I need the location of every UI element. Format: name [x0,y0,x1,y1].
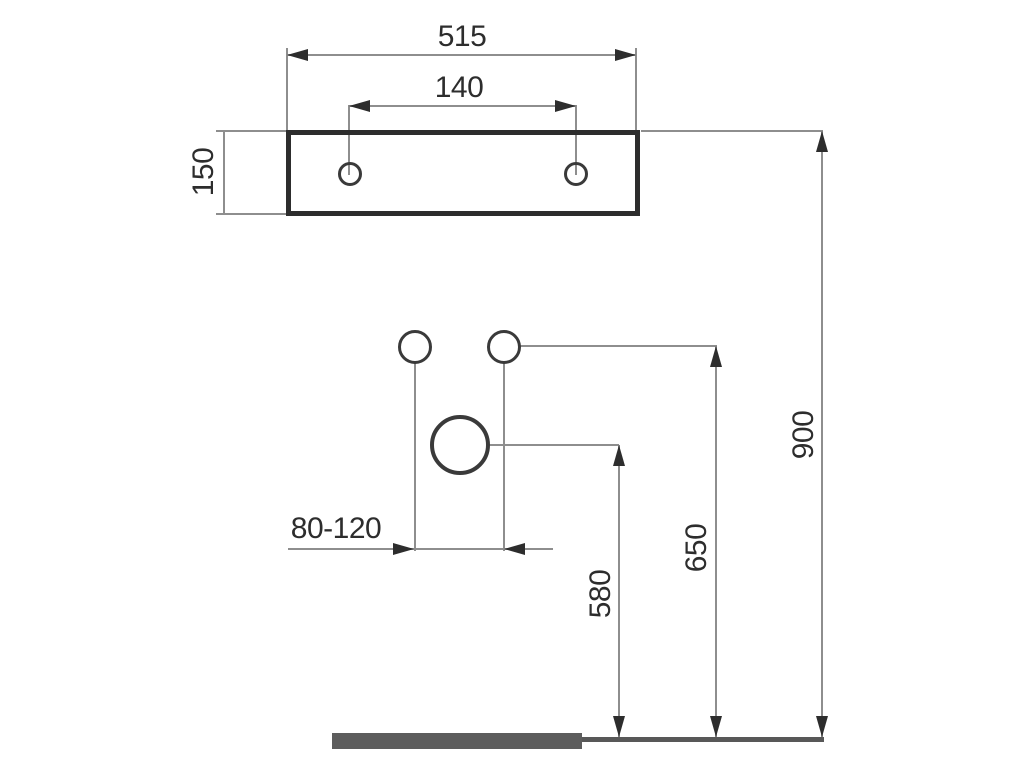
leader-left-faucet-down [414,362,416,551]
dim-580-label: 580 [584,569,617,619]
dim-line-150 [223,130,225,215]
dim-140-arrow-left [349,100,370,112]
dim-580-arrow-bottom [613,716,625,737]
dim-80-120-arrow-right [504,543,525,555]
leader-drain-right [489,444,619,446]
ext-line-140-left [348,105,350,175]
dim-515-arrow-right [615,49,636,61]
faucet-hole-left [398,330,432,364]
dim-515-label: 515 [437,20,487,53]
ext-line-150-top [216,130,286,132]
dim-140-label: 140 [434,71,484,104]
dim-line-900 [821,131,823,737]
drain-hole [430,415,490,475]
dim-150-label: 150 [187,147,220,197]
leader-right-faucet-down [503,362,505,551]
leader-right-faucet-right [520,345,717,347]
ext-line-140-right [575,105,577,175]
floor-line-thick [332,733,582,749]
faucet-hole-right [487,330,521,364]
dim-900-arrow-bottom [816,716,828,737]
dim-650-label: 650 [680,523,713,573]
dim-line-80-120 [288,548,553,550]
dim-650-arrow-bottom [710,716,722,737]
dim-140-arrow-right [555,100,576,112]
ext-line-515-right [635,48,637,131]
mounting-hole-right [564,162,588,186]
ext-line-900-top [641,130,823,132]
dim-line-515 [288,54,636,56]
dim-line-140 [350,105,576,107]
dim-900-arrow-top [816,131,828,152]
dim-580-arrow-top [613,445,625,466]
dim-80-120-label: 80-120 [290,512,382,545]
dim-80-120-arrow-left [393,543,414,555]
dim-line-580 [618,445,620,737]
ext-line-515-left [286,48,288,131]
dim-650-arrow-top [710,346,722,367]
dim-900-label: 900 [787,410,820,460]
ext-line-150-bottom [216,213,286,215]
mounting-hole-left [338,162,362,186]
dim-line-650 [715,346,717,737]
floor-line-thin [582,737,824,742]
dim-515-arrow-left [287,49,308,61]
basin-top-view-outline [286,130,640,216]
